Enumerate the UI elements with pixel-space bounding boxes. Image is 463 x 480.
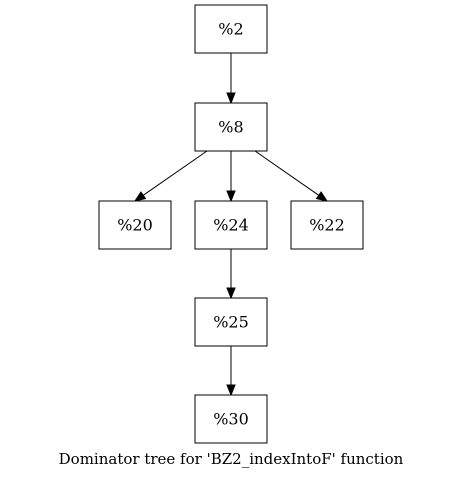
node-20-label: %20 [117,216,153,235]
node-30: %30 [194,394,268,444]
edge-n24-n25 [226,249,236,300]
node-2-label: %2 [218,20,243,39]
arrowhead-icon [226,190,236,203]
arrowhead-icon [133,191,147,202]
node-24: %24 [194,200,268,250]
node-8-label: %8 [218,118,243,137]
node-2: %2 [194,4,268,54]
edge-line [142,150,208,196]
edge-n25-n30 [226,346,236,397]
edge-n2-n8 [226,53,236,105]
node-22-label: %22 [309,216,345,235]
edge-n8-n20 [133,150,208,202]
edge-n8-n22 [254,150,329,202]
arrowhead-icon [226,287,236,300]
arrowhead-icon [226,384,236,397]
edge-line [254,150,320,196]
node-24-label: %24 [213,216,249,235]
node-20: %20 [98,200,172,250]
arrowhead-icon [226,92,236,105]
node-30-label: %30 [213,410,249,429]
node-25-label: %25 [213,313,249,332]
edge-n8-n24 [226,151,236,203]
edges-layer [133,53,329,397]
arrowhead-icon [315,191,329,202]
node-22: %22 [290,200,364,250]
diagram-caption: Dominator tree for 'BZ2_indexIntoF' func… [59,450,404,468]
node-25: %25 [194,297,268,347]
node-8: %8 [194,102,268,152]
